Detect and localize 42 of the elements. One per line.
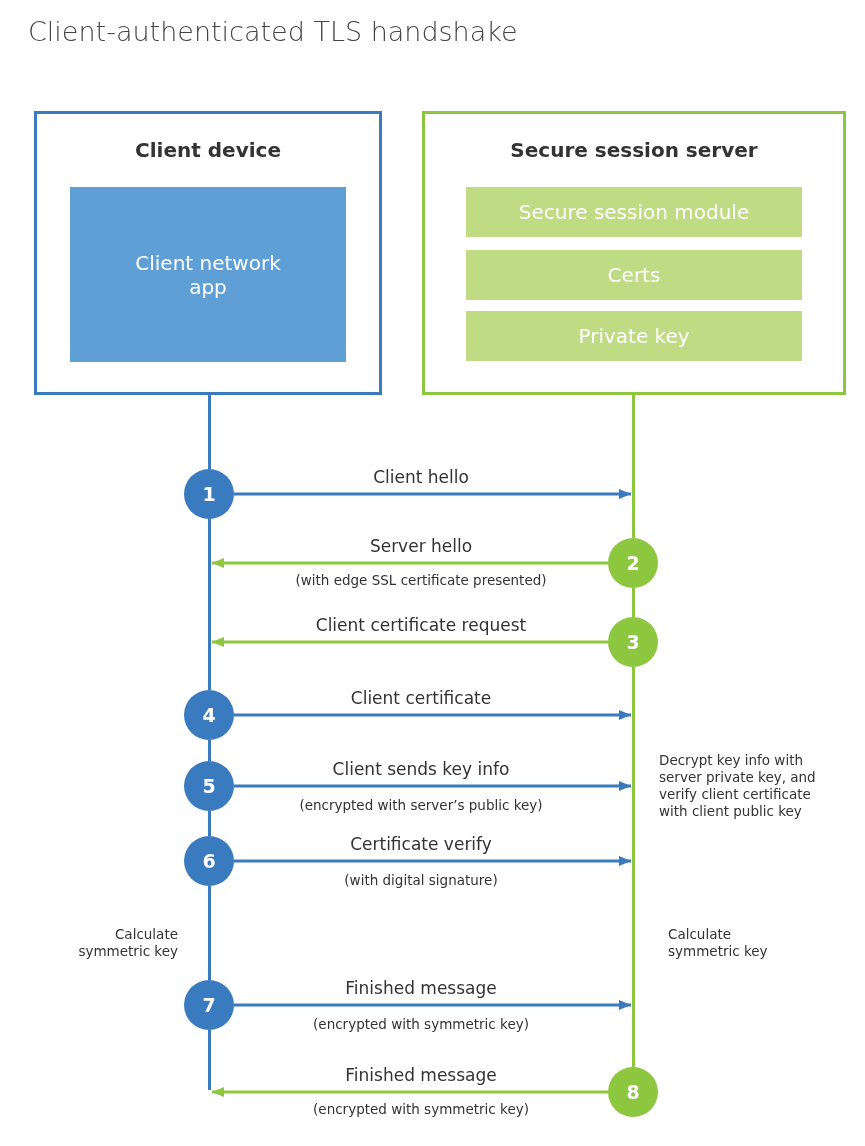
- component-box: Private key: [466, 311, 802, 361]
- component-box: Client network app: [70, 187, 346, 362]
- message-detail: (encrypted with server’s public key): [299, 797, 543, 814]
- step-circle: 5: [184, 761, 234, 811]
- step-circle: 4: [184, 690, 234, 740]
- message-detail: (encrypted with symmetric key): [313, 1016, 529, 1033]
- lifeline: [208, 519, 211, 690]
- lifeline: [208, 1030, 211, 1090]
- arrow: [212, 1087, 608, 1097]
- lifeline: [632, 588, 635, 617]
- arrow: [212, 637, 608, 647]
- step-circle: 3: [608, 617, 658, 667]
- box-heading: Client device: [134, 138, 282, 162]
- arrow: [234, 489, 631, 499]
- participant-box: [34, 111, 382, 395]
- message-detail: (with digital signature): [344, 872, 498, 889]
- arrow: [234, 1000, 631, 1010]
- box-heading: Secure session server: [509, 138, 759, 162]
- lifeline: [208, 395, 211, 469]
- lifeline: [208, 811, 211, 836]
- note-text: Decrypt key info with server private key, and verify client certificate with client public key: [659, 752, 817, 820]
- step-circle: 6: [184, 836, 234, 886]
- diagram-title: Client-authenticated TLS handshake: [28, 16, 518, 47]
- participant-box: [422, 111, 846, 395]
- arrow: [234, 781, 631, 791]
- step-circle: 1: [184, 469, 234, 519]
- note-text: Calculate symmetric key: [668, 926, 769, 960]
- component-box: Certs: [466, 250, 802, 300]
- message-detail: (with edge SSL certificate presented): [295, 572, 547, 589]
- arrow: [212, 558, 608, 568]
- component-box: Secure session module: [466, 187, 802, 237]
- lifeline: [632, 395, 635, 538]
- arrow: [234, 856, 631, 866]
- lifeline: [208, 886, 211, 980]
- lifeline: [208, 740, 211, 761]
- step-circle: 7: [184, 980, 234, 1030]
- message-detail: (encrypted with symmetric key): [313, 1101, 529, 1118]
- arrow: [234, 710, 631, 720]
- step-circle: 8: [608, 1067, 658, 1117]
- note-text: Calculate symmetric key: [78, 926, 178, 960]
- lifeline: [632, 667, 635, 1067]
- step-circle: 2: [608, 538, 658, 588]
